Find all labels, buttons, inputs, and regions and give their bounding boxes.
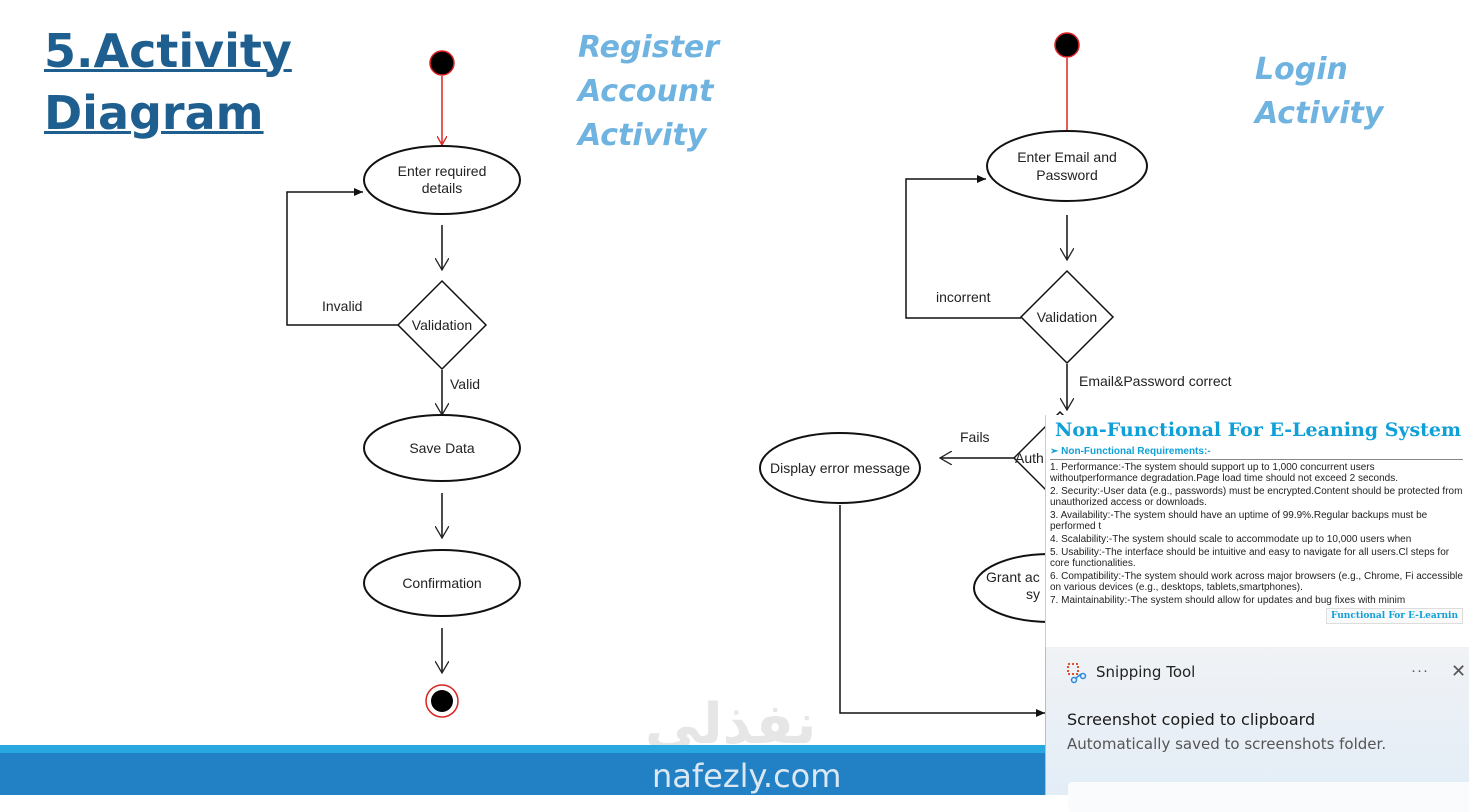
screenshot-preview[interactable]: Non-Functional For E-Leaning System ➢ No…: [1045, 415, 1469, 647]
confirmation-node: [363, 549, 521, 617]
node-label: Display error message: [770, 460, 910, 476]
app-name: Snipping Tool: [1096, 663, 1196, 681]
node-label: Password: [1036, 167, 1097, 183]
requirements-list: 1. Performance:-The system should suppor…: [1050, 462, 1463, 606]
edge-label: Fails: [960, 429, 990, 445]
login-start-node: [1054, 32, 1080, 58]
title-line: Account: [578, 74, 714, 109]
node-label: Confirmation: [402, 575, 481, 591]
watermark-arabic: نفذلي: [645, 692, 817, 757]
node-label: Enter Email and: [1017, 149, 1117, 165]
node-label: Validation: [1037, 309, 1097, 325]
title-line: Activity: [1255, 96, 1384, 131]
title-line: Activity: [578, 118, 707, 153]
title-line: Register: [578, 30, 720, 65]
enter-details-node: [363, 145, 521, 215]
title-line: 5.Activity: [44, 24, 292, 78]
toast-action-button[interactable]: [1068, 782, 1469, 812]
validation-decision: [396, 279, 488, 371]
footer-band-light: [0, 745, 1469, 753]
edge-label: incorrent: [936, 289, 991, 305]
title-line: Diagram: [44, 86, 264, 140]
node-label: sy: [1026, 586, 1040, 602]
doc-title: Non-Functional For E-Leaning System: [1055, 419, 1462, 441]
start-node: [429, 50, 455, 76]
watermark-latin: nafezly.com: [652, 757, 842, 795]
display-error-node: [759, 432, 921, 504]
thumbnail-preview: Functional For E-Learnin: [1326, 608, 1463, 624]
requirement-item: 1. Performance:-The system should suppor…: [1050, 462, 1399, 484]
requirement-item: 6. Compatibility:-The system should work…: [1050, 571, 1463, 593]
login-activity-title: Login Activity: [1255, 48, 1383, 136]
node-label: Save Data: [409, 440, 475, 456]
close-icon[interactable]: ✕: [1451, 661, 1467, 681]
edge-label: Email&Password correct: [1079, 373, 1232, 389]
thumbnail-title: Functional For E-Learnin: [1331, 611, 1458, 621]
node-label: Enter required: [398, 163, 487, 179]
requirement-item: 5. Usability:-The interface should be in…: [1050, 547, 1450, 569]
toast-message: Screenshot copied to clipboard: [1067, 710, 1316, 729]
snipping-tool-notification[interactable]: Snipping Tool ··· ✕ Screenshot copied to…: [1045, 647, 1469, 812]
node-label: Grant ac: [986, 569, 1040, 585]
register-activity-title: Register Account Activity: [578, 26, 719, 158]
enter-email-node: [986, 130, 1148, 202]
node-label: Auth: [1015, 450, 1044, 466]
node-label: details: [422, 180, 462, 196]
title-line: Login: [1255, 52, 1348, 87]
more-options-button[interactable]: ···: [1411, 662, 1429, 679]
requirement-item: 2. Security:-User data (e.g., passwords)…: [1050, 486, 1463, 508]
requirement-item: 3. Availability:-The system should have …: [1050, 510, 1428, 532]
login-validation-decision: [1019, 269, 1115, 365]
save-data-node: [363, 414, 521, 482]
node-label: Validation: [412, 317, 472, 333]
doc-subtitle: ➢ Non-Functional Requirements:-: [1050, 445, 1463, 460]
requirement-item: 7. Maintainability:-The system should al…: [1050, 595, 1406, 606]
toast-sub-message: Automatically saved to screenshots folde…: [1067, 735, 1387, 753]
edge-label: Valid: [450, 376, 480, 392]
requirement-item: 4. Scalability:-The system should scale …: [1050, 534, 1412, 545]
snipping-tool-icon: [1067, 663, 1087, 684]
edge-label: Invalid: [322, 298, 362, 314]
